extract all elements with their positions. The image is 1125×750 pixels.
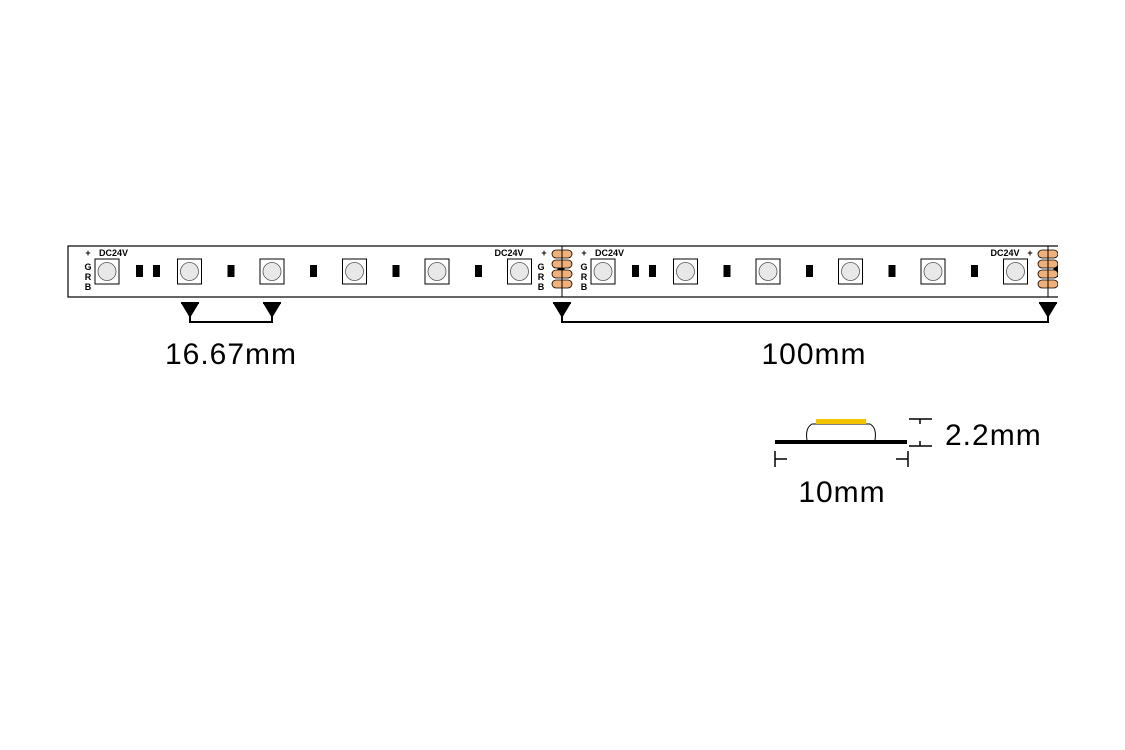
led-lens	[262, 262, 282, 281]
cut-length-dimension: 100mm	[553, 302, 1057, 371]
resistor	[649, 265, 656, 277]
resistor	[806, 265, 813, 277]
voltage-label: DC24V	[495, 248, 524, 258]
channel-label-g: G	[580, 262, 587, 272]
pitch-label: 16.67mm	[165, 338, 297, 371]
pitch-dimension: 16.67mm	[165, 302, 297, 371]
phosphor-layer	[816, 419, 866, 424]
led-lens	[427, 262, 447, 281]
channel-label-b: B	[581, 282, 588, 292]
led-lens	[676, 262, 695, 281]
led-lens	[510, 262, 529, 281]
led-lens	[923, 262, 943, 281]
channel-label-g: G	[84, 262, 91, 272]
resistor	[227, 265, 235, 277]
resistor	[632, 265, 639, 277]
channel-label-r: R	[85, 272, 92, 282]
resistor	[136, 265, 143, 277]
resistor	[971, 265, 978, 277]
resistor	[888, 265, 896, 277]
resistor	[392, 265, 400, 277]
width-label: 10mm	[798, 476, 885, 509]
led-lens	[1006, 262, 1025, 281]
voltage-label: DC24V	[595, 248, 624, 258]
marker-arrow-icon	[263, 303, 281, 318]
cut-length-label: 100mm	[761, 338, 866, 371]
plus-symbol-icon: +	[85, 248, 90, 258]
led-lens	[593, 262, 613, 281]
resistor	[475, 265, 482, 277]
channel-label-b: B	[538, 282, 545, 292]
channel-label-r: R	[581, 272, 588, 282]
resistor	[153, 265, 160, 277]
led-profile	[806, 423, 876, 441]
voltage-label: DC24V	[99, 248, 128, 258]
led-lens	[841, 262, 860, 281]
strip-cutoff-mask	[1058, 240, 1078, 302]
width-dimension-ticks	[774, 451, 909, 467]
led-lens	[345, 262, 364, 281]
marker-arrow-icon	[553, 303, 571, 318]
height-label: 2.2mm	[945, 419, 1042, 452]
led-lens	[758, 262, 778, 281]
marker-arrow-icon	[1039, 303, 1057, 318]
led-lens	[97, 262, 117, 281]
plus-symbol-icon: +	[1027, 248, 1032, 258]
channel-label-b: B	[85, 282, 92, 292]
led-lens	[180, 262, 199, 281]
marker-arrow-icon	[181, 303, 199, 318]
voltage-label: DC24V	[991, 248, 1020, 258]
cross-section-profile: 2.2mm 10mm	[774, 418, 1042, 509]
plus-symbol-icon: +	[541, 248, 546, 258]
pcb-profile	[775, 440, 907, 444]
height-dimension-ticks	[909, 418, 932, 447]
plus-symbol-icon: +	[581, 248, 586, 258]
dimension-line	[189, 316, 273, 323]
channel-label-r: R	[538, 272, 545, 282]
channel-label-g: G	[537, 262, 544, 272]
resistor	[723, 265, 731, 277]
dimension-line	[561, 316, 1049, 323]
resistor	[310, 265, 317, 277]
